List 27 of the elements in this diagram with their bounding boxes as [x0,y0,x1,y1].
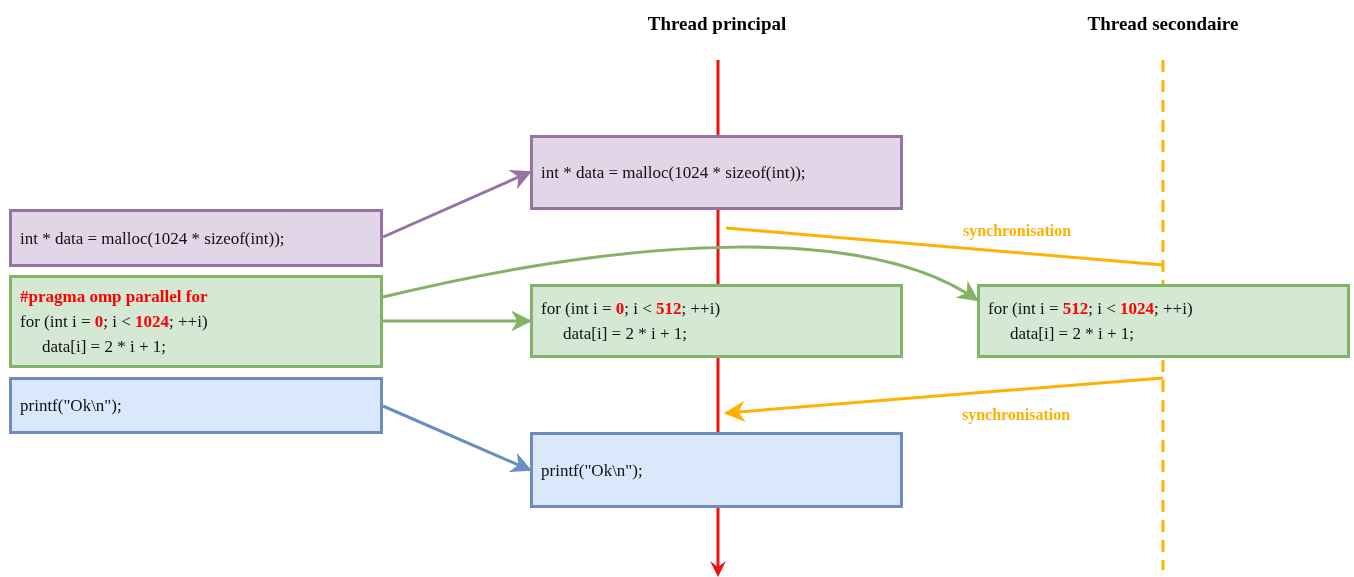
code-text: for (int i = 0; i < 512; ++i) [541,298,721,320]
directive-text: #pragma omp parallel for [20,286,208,308]
edge-label: synchronisation [960,222,1074,240]
arrow [723,376,1164,422]
code-text: data[i] = 2 * i + 1; [563,323,687,345]
code-text: for (int i = 0; i < 1024; ++i) [20,311,208,333]
code-text: data[i] = 2 * i + 1; [1010,323,1134,345]
code-box [9,275,383,368]
code-text: for (int i = 512; i < 1024; ++i) [988,298,1193,320]
code-box [530,432,903,508]
arrow [382,245,979,302]
arrow [382,170,532,239]
code-text: int * data = malloc(1024 * sizeof(int)); [20,227,285,250]
code-text: printf("Ok\n"); [541,459,643,482]
thread-heading: Thread secondaire [1087,13,1239,35]
code-box [977,284,1350,358]
edge-label: synchronisation [959,406,1073,424]
code-text: int * data = malloc(1024 * sizeof(int)); [541,162,806,184]
code-box [9,209,383,267]
code-box [530,135,903,210]
arrow [383,310,533,332]
code-box [530,284,903,358]
arrow [382,404,532,473]
code-text: data[i] = 2 * i + 1; [42,336,166,358]
code-box [9,377,383,434]
thread-heading: Thread principal [647,13,787,35]
code-text: printf("Ok\n"); [20,395,122,417]
